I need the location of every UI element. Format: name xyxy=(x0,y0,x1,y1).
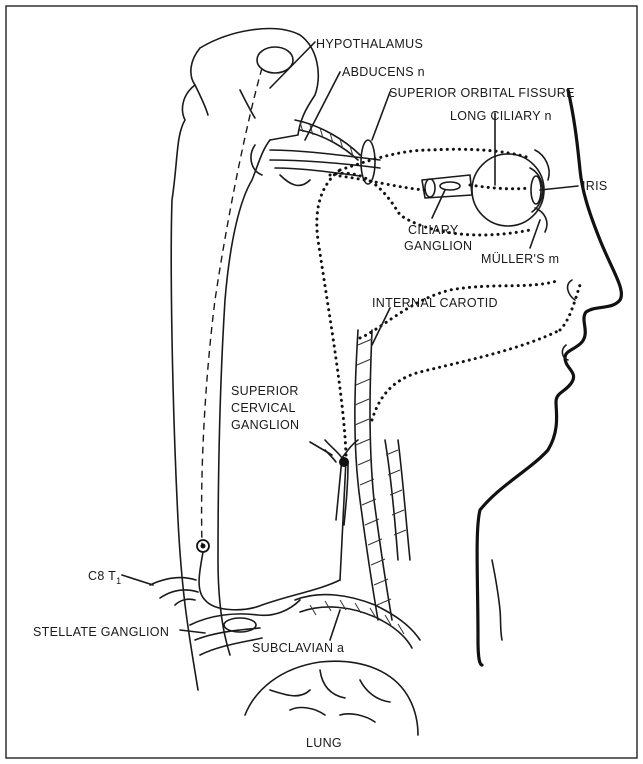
eye-globe xyxy=(472,154,544,226)
label-mullers: MÜLLER'S m xyxy=(481,252,559,266)
label-subclavian: SUBCLAVIAN a xyxy=(252,641,344,655)
superior-cervical-ganglion xyxy=(325,440,358,525)
label-iris: IRIS xyxy=(582,179,608,193)
label-c8-t1: C8 T1 xyxy=(88,569,121,586)
c8-t1-roots xyxy=(150,578,198,605)
neck-nerve xyxy=(492,560,502,640)
label-internal-carotid: INTERNAL CAROTID xyxy=(372,296,498,310)
label-superior-cervical-1: SUPERIOR xyxy=(231,384,299,398)
label-stellate-ganglion: STELLATE GANGLION xyxy=(33,625,169,639)
lung xyxy=(245,661,418,735)
label-ciliary-ganglion-1: CILIARY xyxy=(408,223,459,237)
leader-lines xyxy=(122,42,578,640)
subclavian-artery xyxy=(295,595,420,648)
label-superior-cervical-3: GANGLION xyxy=(231,418,299,432)
label-superior-cervical-2: CERVICAL xyxy=(231,401,296,415)
label-superior-orbital-fissure: SUPERIOR ORBITAL FISSURE xyxy=(389,86,575,100)
label-hypothalamus: HYPOTHALAMUS xyxy=(316,37,423,51)
internal-carotid-artery xyxy=(355,330,410,620)
ciliary-ganglion-body xyxy=(422,175,472,198)
nostril xyxy=(568,280,575,300)
label-long-ciliary: LONG CILIARY n xyxy=(450,109,552,123)
label-ciliary-ganglion-2: GANGLION xyxy=(404,239,472,253)
descending-central-pathway xyxy=(202,68,262,545)
label-lung: LUNG xyxy=(306,736,342,750)
label-abducens: ABDUCENS n xyxy=(342,65,425,79)
